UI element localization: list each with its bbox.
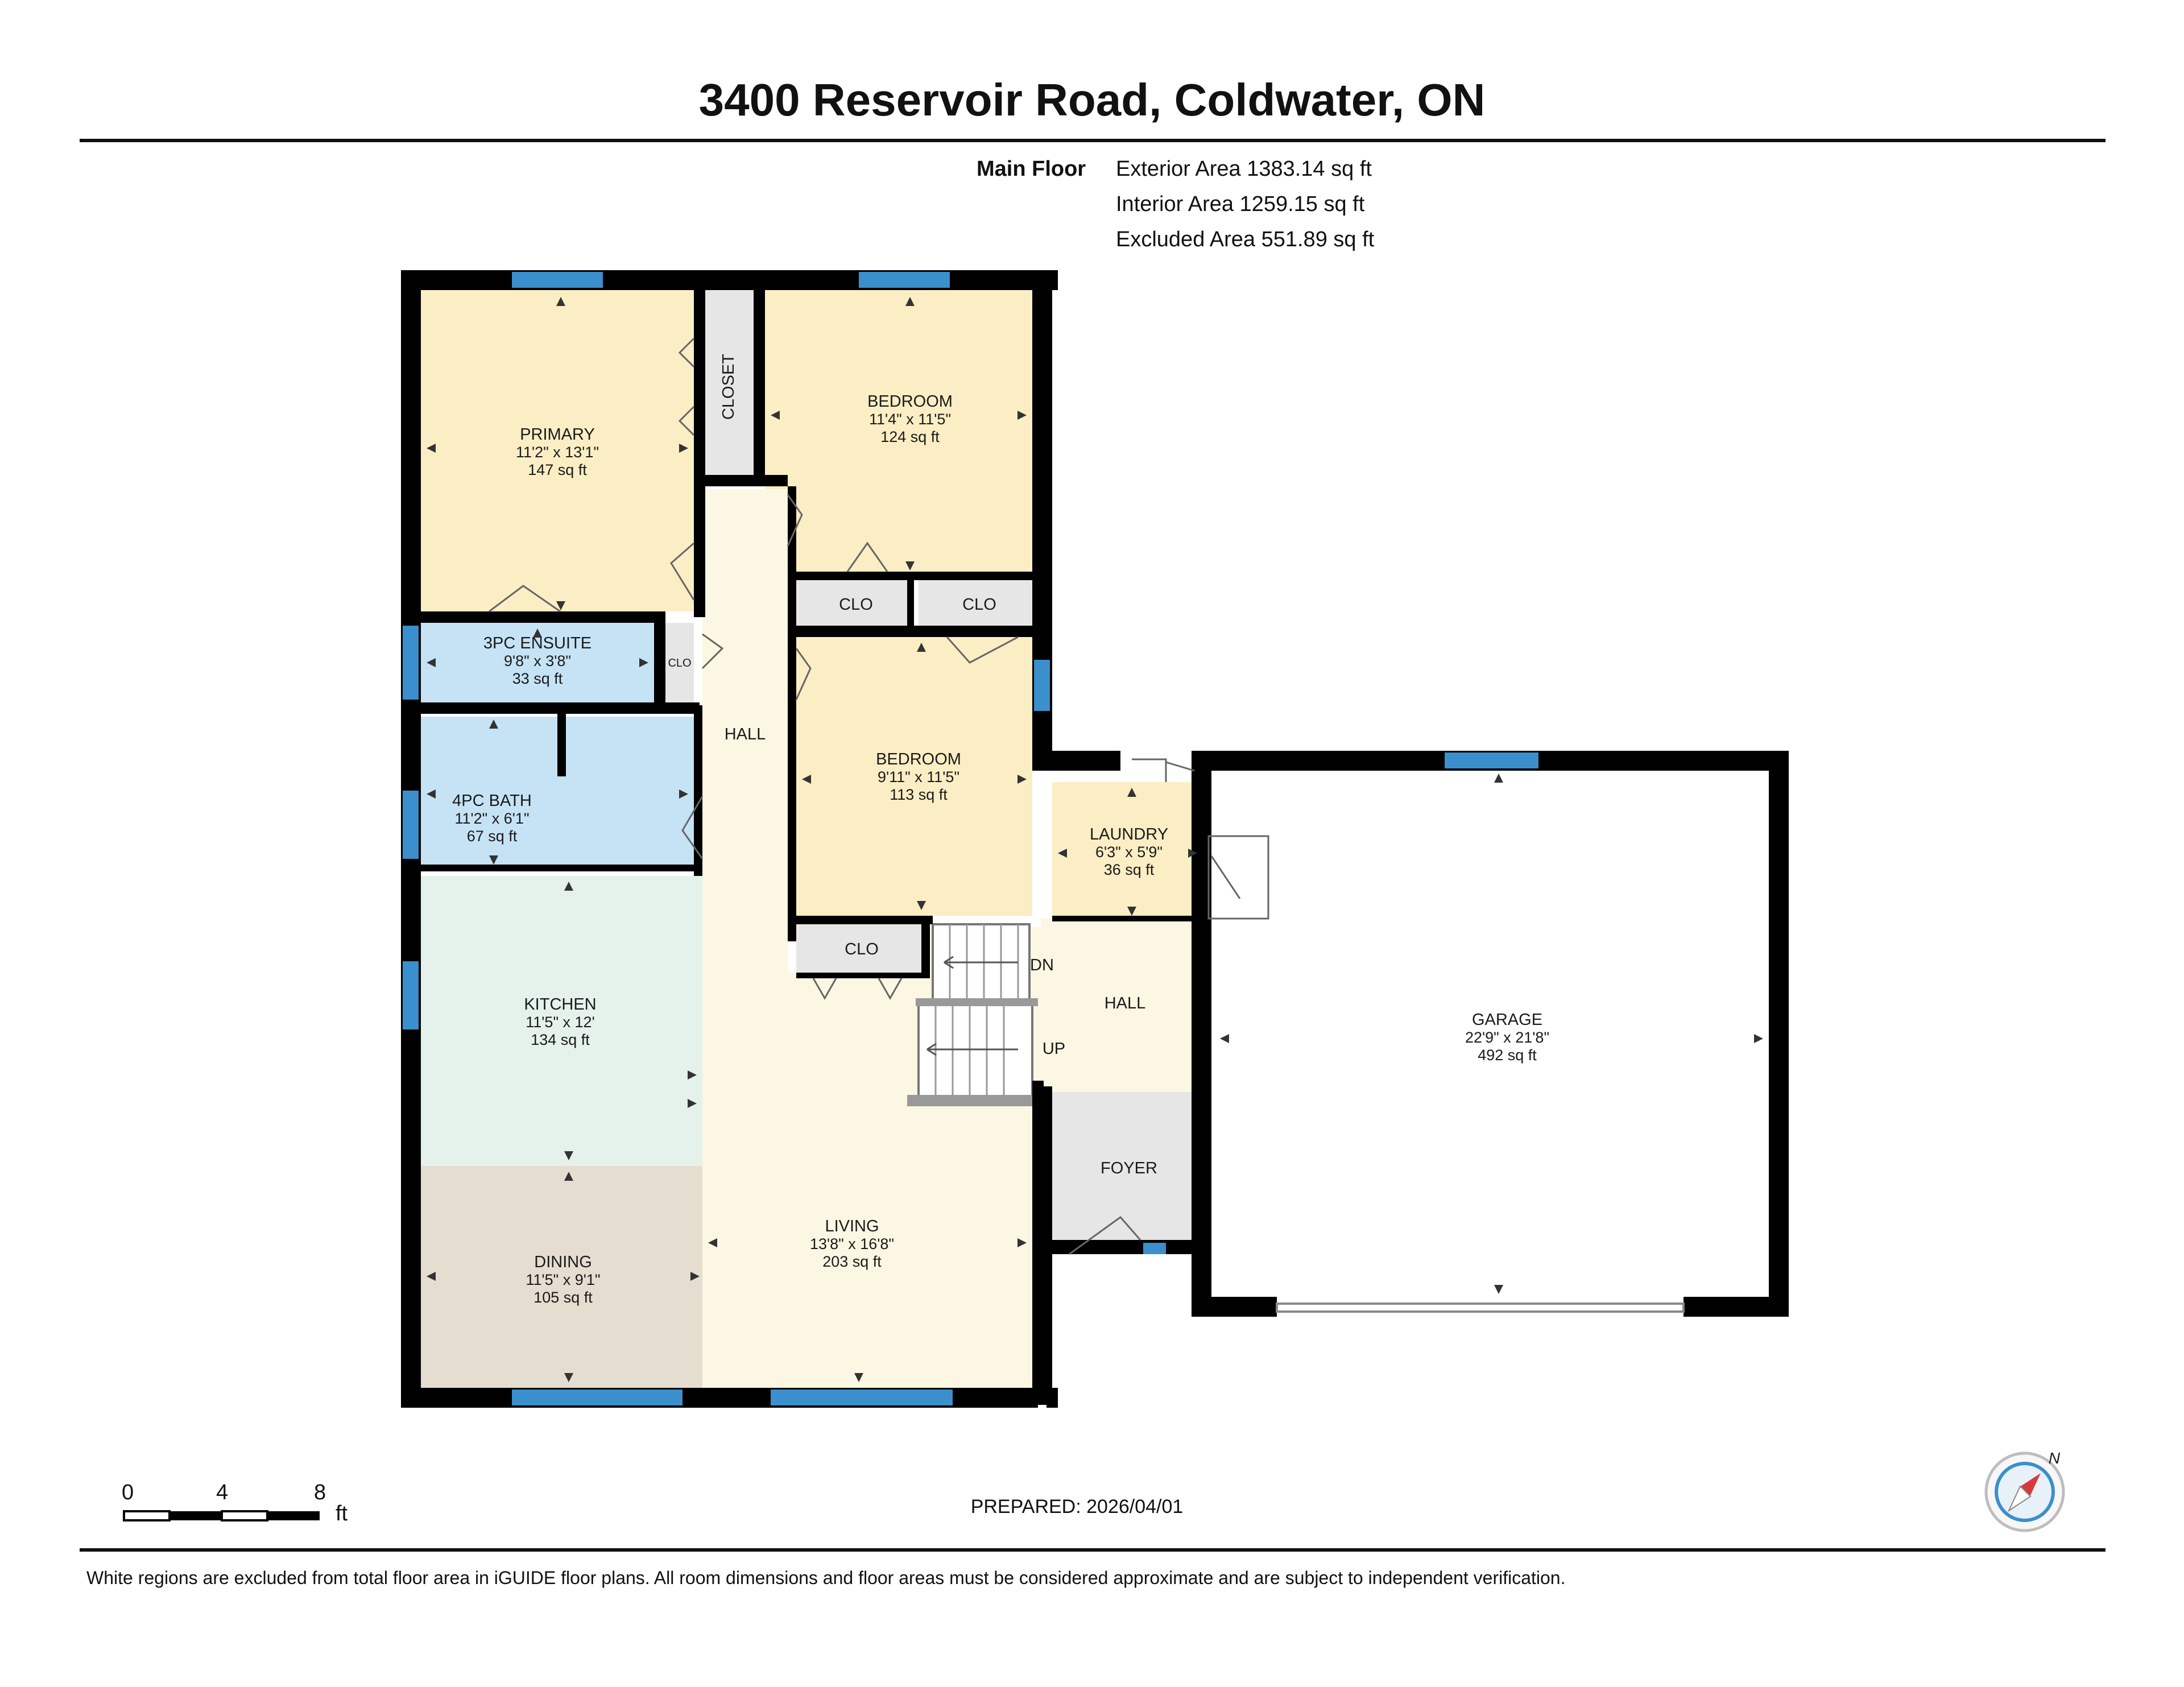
scale-bar: [123, 1510, 320, 1521]
dining-area: 105 sq ft: [533, 1289, 593, 1306]
clo-a-room: [796, 577, 907, 629]
scale-tick-0: 0: [122, 1481, 134, 1504]
bedroom2-name: BEDROOM: [876, 750, 961, 768]
ensuite-name: 3PC ENSUITE: [483, 634, 592, 652]
bath-dims: 11'2" x 6'1": [454, 810, 529, 827]
bath-area: 67 sq ft: [467, 828, 518, 845]
laundry-dims: 6'3" x 5'9": [1095, 844, 1163, 861]
bedroom2-dims: 9'11" x 11'5": [878, 768, 959, 785]
primary-name: PRIMARY: [520, 425, 595, 444]
closet-room: [705, 287, 754, 475]
clo-b-room: [919, 577, 1032, 629]
page-title: 3400 Reservoir Road, Coldwater, ON: [698, 75, 1486, 125]
dining-name: DINING: [534, 1253, 592, 1271]
clo-c-room: [796, 924, 927, 978]
interior-area: Interior Area 1259.15 sq ft: [1116, 192, 1365, 216]
garage-area: 492 sq ft: [1478, 1047, 1537, 1064]
clo-c-name: CLO: [845, 940, 879, 958]
door-swings: [489, 337, 1269, 1255]
scale-tick-8: 8: [314, 1481, 326, 1504]
bedroom2-area: 113 sq ft: [890, 786, 948, 803]
stairs-down: [932, 923, 1031, 1002]
garage-door: [1276, 1303, 1685, 1313]
bath-name: 4PC BATH: [452, 792, 532, 810]
bedroom1-room: [765, 287, 1032, 572]
floor-label: Main Floor: [977, 157, 1086, 181]
prepared-date: PREPARED: 2026/04/01: [970, 1496, 1184, 1518]
foyer-name: FOYER: [1101, 1159, 1157, 1177]
disclaimer: White regions are excluded from total fl…: [86, 1568, 1566, 1588]
stairs-up: [907, 998, 1038, 1106]
title-divider: [80, 139, 2106, 142]
excluded-area: Excluded Area 551.89 sq ft: [1116, 228, 1375, 251]
hall-side-room: [1041, 919, 1203, 1092]
exterior-area: Exterior Area 1383.14 sq ft: [1116, 157, 1372, 181]
laundry-area: 36 sq ft: [1104, 861, 1155, 878]
windows: [403, 272, 1538, 1405]
footer-divider: [80, 1548, 2106, 1552]
living-area: 203 sq ft: [822, 1253, 882, 1270]
clo-small-name: CLO: [668, 657, 691, 669]
ensuite-dims: 9'8" x 3'8": [504, 652, 571, 669]
kitchen-dims: 11'5" x 12': [526, 1014, 594, 1031]
closet-name: CLOSET: [719, 354, 738, 420]
hall-side-name: HALL: [1105, 994, 1146, 1012]
primary-room: [421, 287, 694, 611]
garage-dims: 22'9" x 21'8": [1465, 1029, 1549, 1046]
foyer-room: [1052, 1092, 1203, 1243]
bedroom1-name: BEDROOM: [867, 392, 953, 411]
ensuite-area: 33 sq ft: [512, 670, 563, 687]
dining-dims: 11'5" x 9'1": [526, 1271, 600, 1288]
kitchen-name: KITCHEN: [524, 995, 596, 1014]
primary-dims: 11'2" x 13'1": [516, 444, 599, 461]
stairs-down-label: DN: [1030, 956, 1054, 974]
compass-north-label: N: [2049, 1449, 2061, 1467]
living-dims: 13'8" x 16'8": [810, 1235, 894, 1252]
laundry-room: [1052, 782, 1203, 919]
clo-a-name: CLO: [839, 596, 873, 614]
hall-main-room: [702, 489, 788, 973]
clo-small-room: [663, 623, 694, 702]
scale-unit: ft: [336, 1502, 348, 1525]
primary-area: 147 sq ft: [528, 461, 587, 478]
clo-b-name: CLO: [962, 596, 996, 614]
bedroom1-dims: 11'4" x 11'5": [869, 411, 951, 428]
garage-room: [1214, 762, 1783, 1300]
stairs-up-label: UP: [1043, 1040, 1065, 1058]
bedroom1-area: 124 sq ft: [880, 428, 940, 445]
dimension-ticks: [427, 297, 1763, 1382]
kitchen-area: 134 sq ft: [531, 1031, 590, 1048]
scale-tick-4: 4: [216, 1481, 229, 1504]
kitchen-room: [421, 876, 702, 1166]
garage-name: GARAGE: [1472, 1011, 1542, 1029]
dining-room: [421, 1166, 702, 1388]
laundry-name: LAUNDRY: [1090, 825, 1168, 844]
living-name: LIVING: [825, 1217, 879, 1235]
bedroom2-room: [796, 637, 1032, 916]
compass-icon: N: [1984, 1449, 2065, 1532]
hall-main-name: HALL: [725, 725, 766, 743]
